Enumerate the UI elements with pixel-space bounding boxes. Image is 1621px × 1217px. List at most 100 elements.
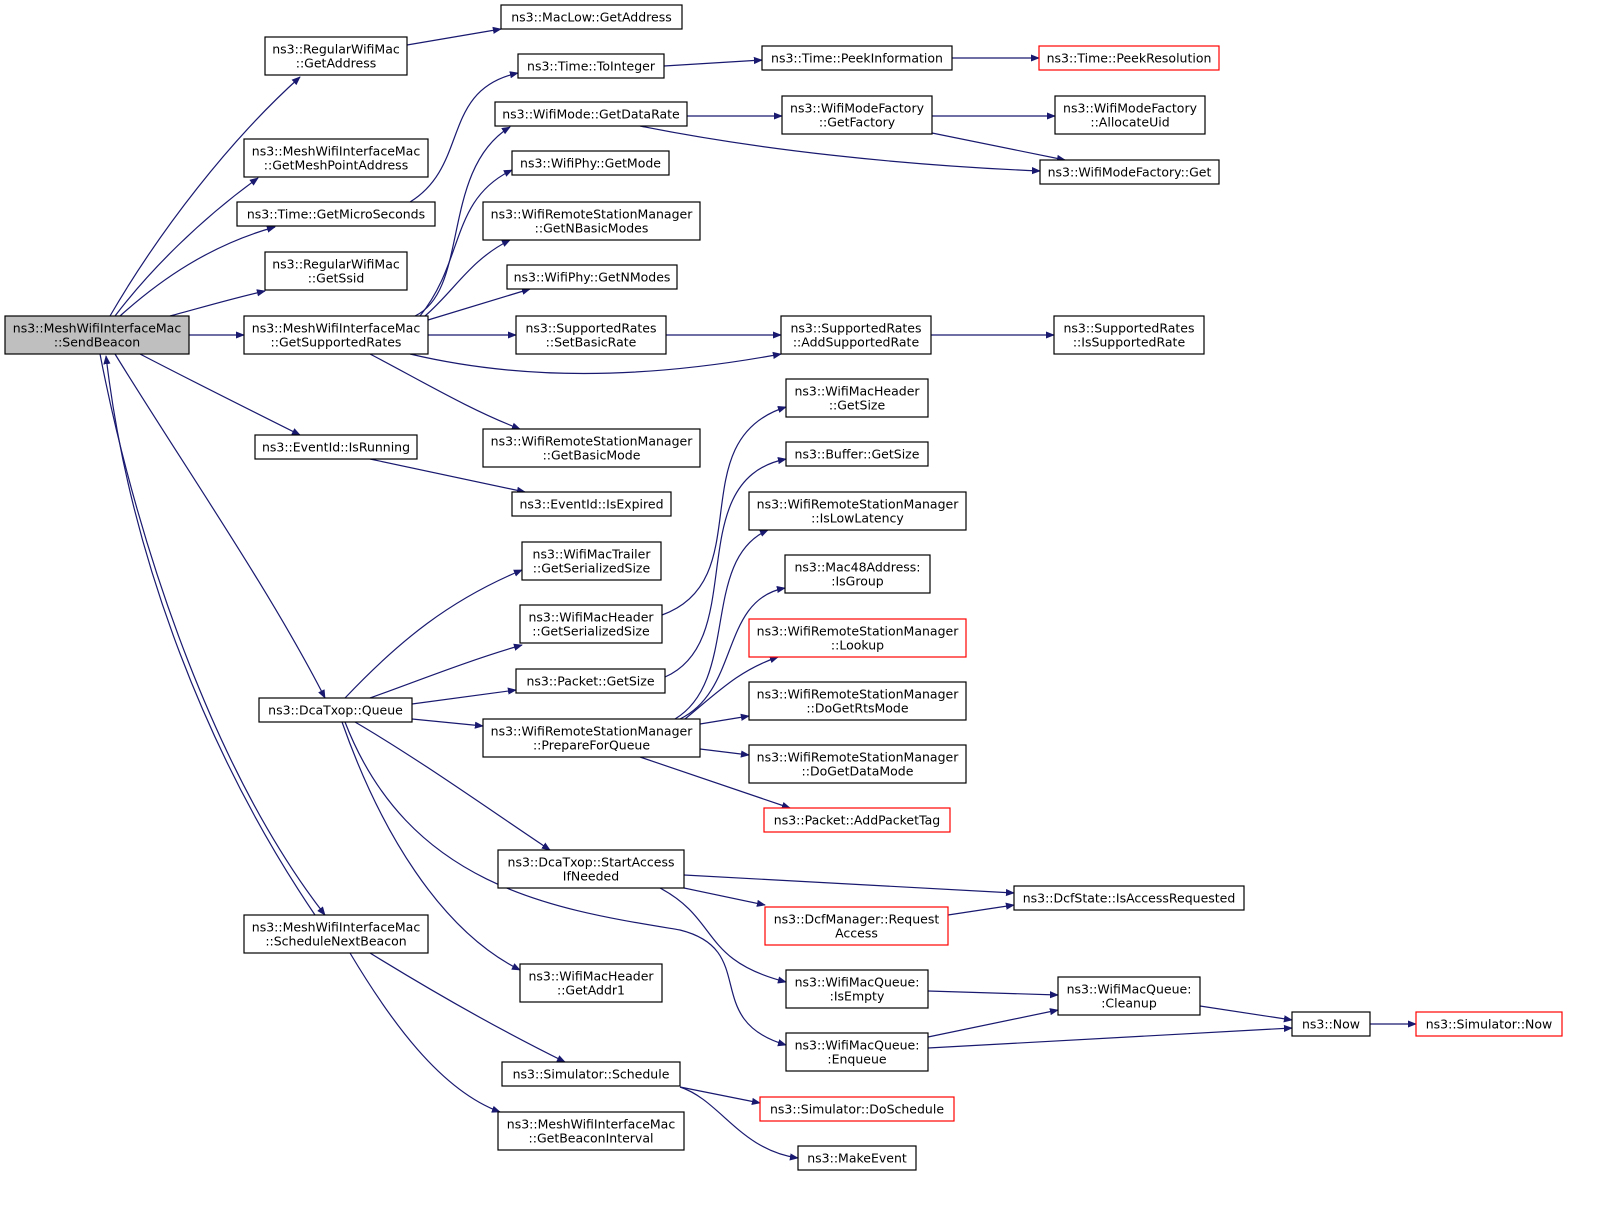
node-wifimacqueue-cleanup[interactable]: ns3::WifiMacQueue::Cleanup [1057,976,1201,1016]
node-box [482,201,701,241]
node-time-to-integer[interactable]: ns3::Time::ToInteger [517,53,665,79]
node-wifimacheader-get-size[interactable]: ns3::WifiMacHeader::GetSize [785,378,929,418]
node-get-beacon-interval[interactable]: ns3::MeshWifiInterfaceMac::GetBeaconInte… [497,1111,685,1151]
node-regular-get-address[interactable]: ns3::RegularWifiMac::GetAddress [264,36,408,76]
node-regular-get-ssid[interactable]: ns3::RegularWifiMac::GetSsid [264,251,408,291]
node-dcatxop-queue[interactable]: ns3::DcaTxop::Queue [258,697,413,723]
node-wrsm-get-n-basic-modes[interactable]: ns3::WifiRemoteStationManager::GetNBasic… [482,201,701,241]
node-simulator-do-schedule[interactable]: ns3::Simulator::DoSchedule [759,1096,955,1122]
node-box [761,45,953,71]
node-wifimodefactory-allocate-uid[interactable]: ns3::WifiModeFactory::AllocateUid [1054,95,1206,135]
node-box [254,434,418,460]
node-maclow-get-address[interactable]: ns3::MacLow::GetAddress [500,4,683,30]
node-supported-rates-add-supported-rate[interactable]: ns3::SupportedRates::AddSupportedRate [780,315,932,355]
node-time-get-micro-seconds[interactable]: ns3::Time::GetMicroSeconds [236,201,436,227]
node-box [243,315,429,355]
node-box [1057,976,1201,1016]
node-box [497,849,685,889]
node-wifimacqueue-is-empty[interactable]: ns3::WifiMacQueue::IsEmpty [785,969,929,1009]
node-wifiphy-get-mode[interactable]: ns3::WifiPhy::GetMode [511,150,670,176]
node-box [497,1111,685,1151]
node-get-mesh-point-address[interactable]: ns3::MeshWifiInterfaceMac::GetMeshPointA… [243,138,429,178]
node-buffer-get-size[interactable]: ns3::Buffer::GetSize [785,441,929,467]
node-label-line: ns3::WifiMacTrailer [533,547,652,562]
edge-wifimacqueue-enqueue-to-wifimacqueue-cleanup [927,1008,1059,1038]
node-wifimodefactory-get[interactable]: ns3::WifiModeFactory::Get [1039,159,1220,185]
edge-wifimodefactory-get-factory-to-wifimodefactory-get [931,132,1066,162]
node-label-line: ns3::WifiMode::GetDataRate [502,107,680,122]
node-get-supported-rates[interactable]: ns3::MeshWifiInterfaceMac::GetSupportedR… [243,315,429,355]
node-wifimacqueue-enqueue[interactable]: ns3::WifiMacQueue::Enqueue [785,1032,929,1072]
node-box [243,138,429,178]
node-label-line: ns3::Simulator::Now [1426,1017,1553,1032]
node-box [264,36,408,76]
edge-wrsm-prepare-for-queue-to-packet-add-packet-tag [639,756,791,809]
node-packet-add-packet-tag[interactable]: ns3::Packet::AddPacketTag [763,807,951,833]
node-label-line: ::SetBasicRate [546,335,637,350]
node-label-line: ns3::WifiMacHeader [528,969,654,984]
node-time-peek-resolution[interactable]: ns3::Time::PeekResolution [1038,45,1220,71]
node-label-line: ns3::WifiModeFactory [1063,101,1198,116]
edge-wifimacheader-get-serialized-size-to-wifimacheader-get-size [661,405,787,616]
node-schedule-next-beacon[interactable]: ns3::MeshWifiInterfaceMac::ScheduleNextB… [243,914,429,954]
node-label-line: ns3::RegularWifiMac [272,257,400,272]
edges-layer [99,26,1417,1161]
node-wifimacheader-get-serialized-size[interactable]: ns3::WifiMacHeader::GetSerializedSize [519,604,663,644]
node-supported-rates-set-basic-rate[interactable]: ns3::SupportedRates::SetBasicRate [515,315,667,355]
node-label-line: ::DoGetRtsMode [806,701,908,716]
node-label-line: ns3::MeshWifiInterfaceMac [13,321,182,336]
node-label-line: ::GetMeshPointAddress [264,158,408,173]
node-box [1053,315,1205,355]
node-label-line: ::ScheduleNextBeacon [265,934,406,949]
node-wifimacheader-get-addr1[interactable]: ns3::WifiMacHeader::GetAddr1 [519,963,663,1003]
node-label-line: ns3::Now [1302,1017,1360,1032]
node-label-line: ns3::EventId::IsExpired [519,497,663,512]
node-send-beacon[interactable]: ns3::MeshWifiInterfaceMac::SendBeacon [4,315,190,355]
node-packet-get-size[interactable]: ns3::Packet::GetSize [515,668,666,694]
node-mac48address-is-group[interactable]: ns3::Mac48Address::IsGroup [784,554,931,594]
node-box [501,1061,681,1087]
node-wifimodefactory-get-factory[interactable]: ns3::WifiModeFactory::GetFactory [781,95,933,135]
node-wrsm-do-get-data-mode[interactable]: ns3::WifiRemoteStationManager::DoGetData… [748,744,967,784]
node-wrsm-lookup[interactable]: ns3::WifiRemoteStationManager::Lookup [748,618,967,658]
node-box [785,378,929,418]
node-wrsm-get-basic-mode[interactable]: ns3::WifiRemoteStationManager::GetBasicM… [482,428,701,468]
edge-send-beacon-to-regular-get-ssid [169,289,266,317]
node-wrsm-is-low-latency[interactable]: ns3::WifiRemoteStationManager::IsLowLate… [748,491,967,531]
node-wifiphy-get-n-modes[interactable]: ns3::WifiPhy::GetNModes [506,264,678,290]
node-label-line: ns3::Simulator::DoSchedule [770,1102,944,1117]
node-label-line: ns3::WifiMacHeader [528,610,654,625]
edge-simulator-schedule-to-make-event [679,1086,799,1161]
node-wrsm-prepare-for-queue[interactable]: ns3::WifiRemoteStationManager::PrepareFo… [482,718,701,758]
node-supported-rates-is-supported-rate[interactable]: ns3::SupportedRates::IsSupportedRate [1053,315,1205,355]
edge-wifimacqueue-enqueue-to-now [927,1024,1293,1049]
node-label-line: ::GetBasicMode [543,448,641,463]
node-make-event[interactable]: ns3::MakeEvent [797,1145,917,1171]
node-label-line: ns3::MeshWifiInterfaceMac [252,920,421,935]
edge-dcfmanager-request-access-to-dcfstate-is-access-requested [947,902,1015,916]
node-dcfstate-is-access-requested[interactable]: ns3::DcfState::IsAccessRequested [1013,885,1245,911]
node-box [797,1145,917,1171]
edge-eventid-is-running-to-eventid-is-expired [369,458,526,494]
node-box [506,264,678,290]
node-box [4,315,190,355]
node-wifimactrailer-get-serialized-size[interactable]: ns3::WifiMacTrailer::GetSerializedSize [521,541,662,581]
node-time-peek-information[interactable]: ns3::Time::PeekInformation [761,45,953,71]
node-box [759,1096,955,1122]
edge-dcatxop-queue-to-dcatxop-start-access-if-needed [354,721,551,851]
node-simulator-schedule[interactable]: ns3::Simulator::Schedule [501,1061,681,1087]
node-label-line: ns3::RegularWifiMac [272,42,400,57]
node-eventid-is-running[interactable]: ns3::EventId::IsRunning [254,434,418,460]
node-now[interactable]: ns3::Now [1291,1011,1371,1037]
node-simulator-now[interactable]: ns3::Simulator::Now [1415,1011,1563,1037]
node-wrsm-do-get-rts-mode[interactable]: ns3::WifiRemoteStationManager::DoGetRtsM… [748,681,967,721]
node-label-line: ::GetFactory [819,115,896,130]
node-eventid-is-expired[interactable]: ns3::EventId::IsExpired [511,491,672,517]
node-wifimode-get-data-rate[interactable]: ns3::WifiMode::GetDataRate [494,101,688,127]
node-box [515,315,667,355]
node-label-line: :IsEmpty [830,989,885,1004]
edge-wrsm-prepare-for-queue-to-wrsm-do-get-rts-mode [699,713,750,725]
